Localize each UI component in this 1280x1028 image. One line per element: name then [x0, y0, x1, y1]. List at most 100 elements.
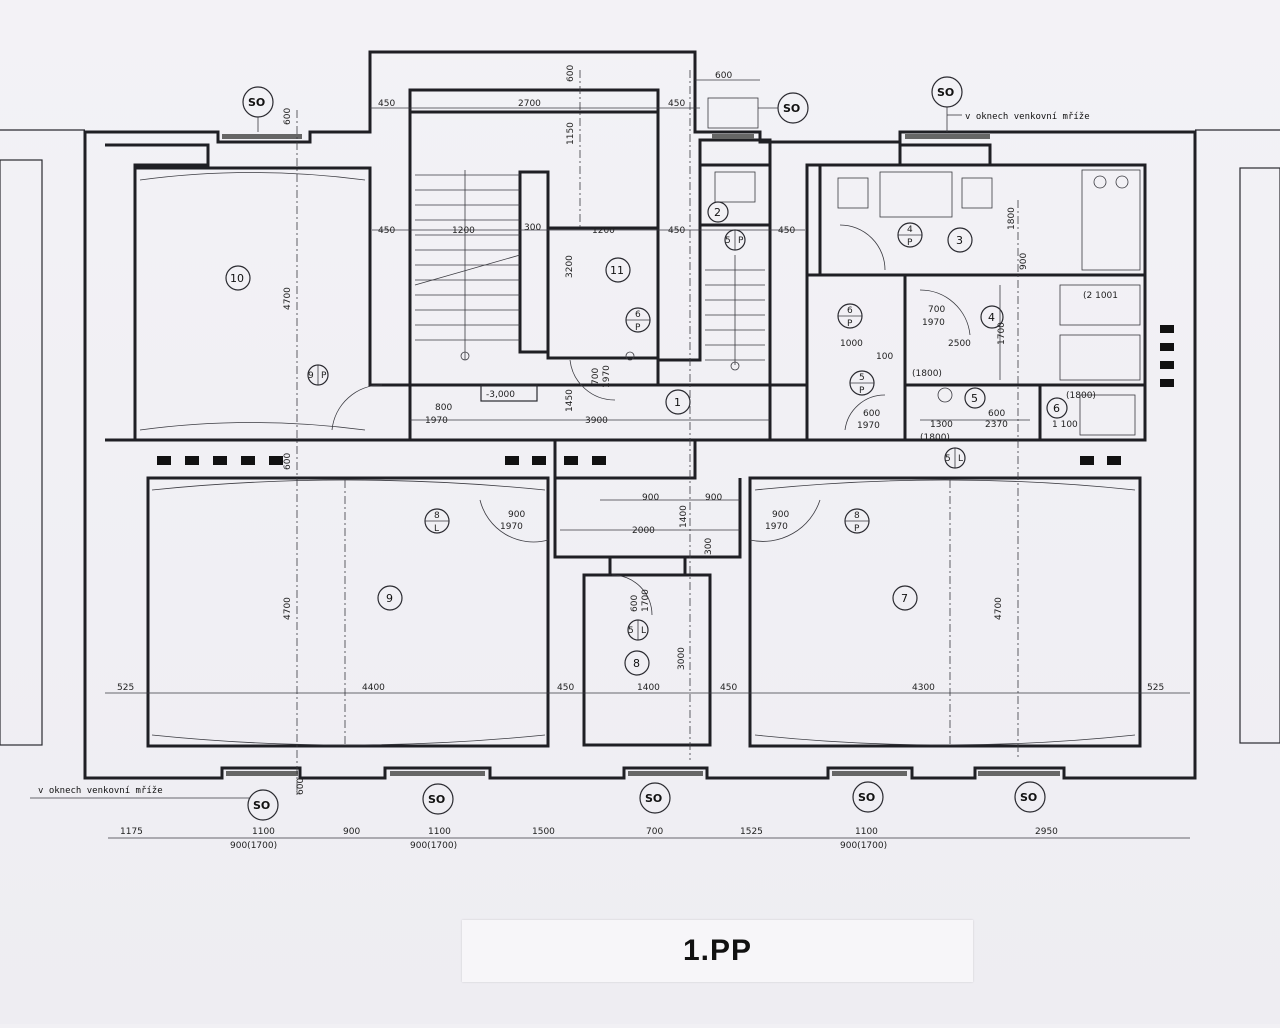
dim: 1700 — [641, 589, 651, 612]
dim: 3900 — [585, 416, 608, 426]
floor-label-box: 1.PP — [462, 920, 973, 982]
dim: 1100 — [252, 827, 275, 837]
room-number: 2 — [714, 206, 721, 219]
room-number: 7 — [901, 592, 908, 605]
dim: 900 — [508, 510, 525, 520]
dim: 4400 — [362, 683, 385, 693]
dim: 1150 — [566, 122, 576, 145]
dim: 1970 — [922, 318, 945, 328]
dim: 1800 — [1007, 207, 1017, 230]
dim: 1970 — [857, 421, 880, 431]
window-note-bottom: v oknech venkovní mříže — [38, 786, 163, 796]
dim: (1800) — [1066, 391, 1096, 401]
dim: 525 — [1147, 683, 1164, 693]
floor-label: 1.PP — [682, 934, 753, 967]
dim: 900 — [705, 493, 722, 503]
dim: 600 — [630, 595, 640, 612]
room-number: 5 — [971, 392, 978, 405]
so-markers: SO SO SO SO SO SO SO SO — [242, 76, 1046, 821]
door-mark-side: L — [641, 626, 646, 636]
dim: 900 — [772, 510, 789, 520]
so-marker: SO — [1020, 791, 1037, 804]
dim: 1970 — [765, 522, 788, 532]
door-mark-side: L — [434, 524, 439, 534]
room-number: 8 — [633, 657, 640, 670]
so-marker: SO — [253, 799, 270, 812]
dim: 700 — [928, 305, 945, 315]
dim: 450 — [378, 99, 395, 109]
level-mark: -3,000 — [480, 384, 538, 402]
dim: 1970 — [500, 522, 523, 532]
dim: 3200 — [565, 255, 575, 278]
dim: 4700 — [283, 597, 293, 620]
door-mark-num: 6 — [635, 310, 641, 320]
dim: 450 — [720, 683, 737, 693]
room-number: 10 — [230, 272, 244, 285]
so-marker: SO — [858, 791, 875, 804]
door-mark-side: P — [859, 386, 865, 396]
dim: 900 — [642, 493, 659, 503]
door-mark-side: P — [847, 319, 853, 329]
dim: 600 — [296, 778, 306, 795]
dim: 100 — [876, 352, 893, 362]
dim: 450 — [668, 226, 685, 236]
dim: 1500 — [532, 827, 555, 837]
door-mark-num: 8 — [434, 511, 440, 521]
door-mark-num: 4 — [907, 225, 913, 235]
so-marker: SO — [248, 96, 265, 109]
window-note-top: v oknech venkovní mříže — [965, 112, 1090, 122]
dim: 900(1700) — [230, 841, 277, 851]
windows — [222, 134, 1060, 776]
dim: 1970 — [425, 416, 448, 426]
dim: 1100 — [855, 827, 878, 837]
dim: 1400 — [679, 505, 689, 528]
so-marker: SO — [783, 102, 800, 115]
dim: 700 — [591, 368, 601, 385]
stair-treads — [414, 170, 765, 371]
bottom-dimension-chain: 1175 1100 900 1100 1500 700 1525 1100 29… — [120, 827, 1058, 851]
dim: 4700 — [994, 597, 1004, 620]
outer-wall — [83, 50, 1197, 780]
dim: 3000 — [677, 647, 687, 670]
door-mark-num: 8 — [854, 511, 860, 521]
dim: 1970 — [602, 365, 612, 388]
door-mark-num: 5 — [725, 236, 731, 246]
dim: 2500 — [948, 339, 971, 349]
dim: 450 — [668, 99, 685, 109]
room-number: 11 — [610, 264, 624, 277]
dim: 4300 — [912, 683, 935, 693]
dim: 4700 — [283, 287, 293, 310]
vent-symbols-right — [1160, 325, 1174, 387]
dim: 900 — [1019, 253, 1029, 270]
dim: (1800) — [912, 369, 942, 379]
dim: 700 — [646, 827, 663, 837]
dim: 2950 — [1035, 827, 1058, 837]
dim: 2370 — [985, 420, 1008, 430]
so-marker: SO — [645, 792, 662, 805]
door-swings — [331, 224, 971, 616]
door-mark-num: 5 — [859, 373, 865, 383]
dim: 1 100 — [1052, 420, 1078, 430]
dim: 900(1700) — [840, 841, 887, 851]
door-mark-side: P — [635, 323, 641, 333]
door-mark-num: 5 — [945, 454, 951, 464]
dim: 2000 — [632, 526, 655, 536]
room-number: 1 — [674, 396, 681, 409]
dim: 1700 — [997, 322, 1007, 345]
dim: 800 — [435, 403, 452, 413]
so-marker: SO — [937, 86, 954, 99]
dim: 600 — [566, 65, 576, 82]
dim: (1800) — [920, 433, 950, 443]
room-number: 4 — [988, 311, 995, 324]
dim: 1450 — [565, 389, 575, 412]
room-number: 3 — [956, 234, 963, 247]
dimension-lines — [105, 79, 1190, 839]
door-mark-side: L — [958, 454, 963, 464]
dim: 1300 — [930, 420, 953, 430]
room-numbers: 1 2 3 4 5 6 7 8 9 10 11 — [225, 201, 1068, 676]
dim: 1525 — [740, 827, 763, 837]
door-mark-num: 9 — [308, 371, 314, 381]
dim: 600 — [863, 409, 880, 419]
